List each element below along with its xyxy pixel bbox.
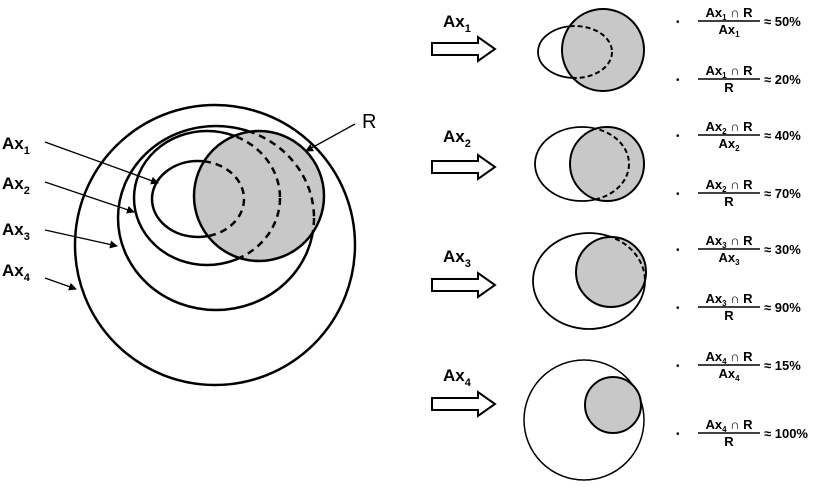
- arrow-ax1: [44, 141, 159, 185]
- ax4-small-circle: [523, 359, 645, 481]
- row-ax2: Ax2: [431, 126, 645, 202]
- ratio-value: ≈ 70%: [764, 186, 801, 201]
- ratio-r-2: • Ax2 ∩ RR ≈ 70%: [676, 177, 801, 209]
- bullet-dot: •: [676, 303, 680, 314]
- r2-circle: [569, 126, 645, 202]
- ratio-value: ≈ 90%: [764, 300, 801, 315]
- ratio-numerator: Ax3 ∩ R: [705, 233, 753, 250]
- hollow-arrow-icon: [431, 390, 497, 418]
- ratio-denominator: Ax2: [718, 136, 740, 153]
- bullet-dot: •: [676, 75, 680, 86]
- hollow-arrow-icon: [431, 153, 497, 181]
- bullet-dot: •: [676, 245, 680, 256]
- arrow-ax2: [44, 181, 135, 214]
- ratio-numerator: Ax4 ∩ R: [705, 417, 753, 434]
- bullet-dot: •: [676, 131, 680, 142]
- ratio-denominator: R: [724, 194, 734, 209]
- ratio-denominator: Ax1: [718, 22, 740, 39]
- r3-circle: [575, 236, 647, 308]
- ratio-value: ≈ 40%: [764, 128, 801, 143]
- bullet-dot: •: [676, 17, 680, 28]
- main-label-ax3: Ax3: [2, 220, 30, 243]
- ratio-numerator: Ax3 ∩ R: [705, 291, 753, 308]
- r4-circle: [584, 376, 642, 434]
- r-circle: [192, 129, 326, 263]
- main-label-ax2: Ax2: [2, 174, 30, 197]
- r1-circle: [561, 8, 645, 92]
- ratio-numerator: Ax1 ∩ R: [705, 63, 753, 80]
- ratio-denominator: R: [724, 434, 734, 449]
- main-label-r: R: [362, 111, 376, 133]
- ratio-numerator: Ax1 ∩ R: [705, 5, 753, 22]
- ratio-denominator: Ax3: [718, 250, 740, 267]
- hollow-arrow-icon: [431, 271, 497, 299]
- arrow-ax4: [44, 277, 77, 291]
- row-ax3: Ax3: [431, 232, 647, 330]
- ratio-value: ≈ 20%: [764, 72, 801, 87]
- hollow-arrow-icon: [431, 35, 497, 63]
- bullet-dot: •: [676, 429, 680, 440]
- ratio-numerator: Ax4 ∩ R: [705, 349, 753, 366]
- main-label-ax4: Ax4: [2, 261, 31, 284]
- ratio-denominator: Ax4: [718, 366, 740, 383]
- ratio-value: ≈ 50%: [764, 14, 801, 29]
- row-ax1: Ax1: [431, 8, 645, 92]
- row-label-ax3: Ax3: [443, 247, 471, 270]
- bullet-dot: •: [676, 361, 680, 372]
- ratio-value: ≈ 30%: [764, 242, 801, 257]
- ax4-circle: [73, 103, 357, 387]
- main-diagram: Ax1 Ax2 Ax3 Ax4 R: [2, 103, 376, 387]
- ratio-r-1: • Ax1 ∩ RR ≈ 20%: [676, 63, 801, 95]
- ratio-value: ≈ 15%: [764, 358, 801, 373]
- arrow-r: [305, 123, 356, 152]
- main-label-ax1: Ax1: [2, 134, 30, 157]
- ratio-numerator: Ax2 ∩ R: [705, 119, 753, 136]
- row-label-ax4: Ax4: [443, 366, 472, 389]
- ratio-value: ≈ 100%: [764, 426, 808, 441]
- row-label-ax2: Ax2: [443, 127, 471, 150]
- arrow-ax3: [44, 229, 118, 249]
- row-ax4: Ax4: [431, 359, 645, 481]
- row-label-ax1: Ax1: [443, 12, 471, 35]
- ratio-numerator: Ax2 ∩ R: [705, 177, 753, 194]
- ratio-denominator: R: [724, 80, 734, 95]
- ratio-r-4: • Ax4 ∩ RR ≈ 100%: [676, 417, 808, 449]
- ratio-denominator: R: [724, 308, 734, 323]
- ratio-r-3: • Ax3 ∩ RR ≈ 90%: [676, 291, 801, 323]
- bullet-dot: •: [676, 189, 680, 200]
